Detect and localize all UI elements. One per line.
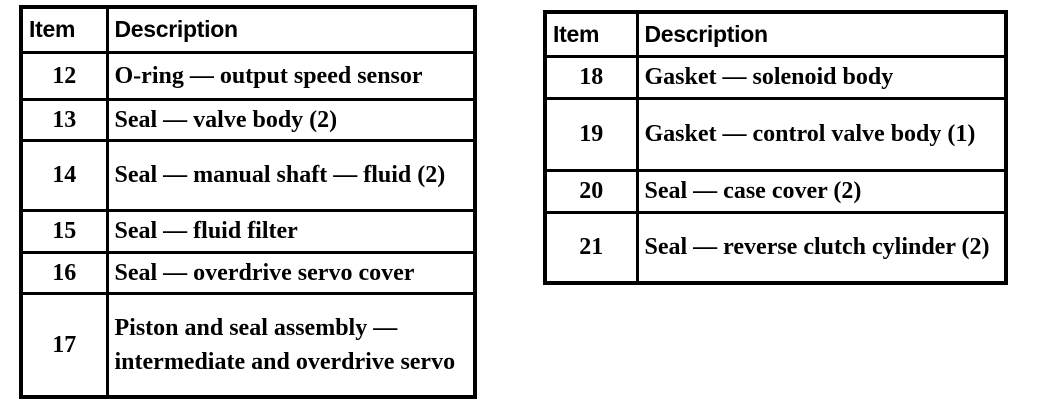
parts-table-left: Item Description 12 O-ring — output spee…: [19, 5, 477, 399]
table-row: 21 Seal — reverse clutch cylinder (2): [543, 210, 1008, 285]
description-cell: Seal — valve body (2): [105, 97, 477, 142]
table-row: 17 Piston and seal assembly — intermedia…: [19, 291, 477, 399]
table-row: 12 O-ring — output speed sensor: [19, 50, 477, 101]
description-cell: O-ring — output speed sensor: [105, 50, 477, 101]
description-cell: Seal — case cover (2): [635, 168, 1008, 214]
description-cell: Piston and seal assembly — intermediate …: [105, 291, 477, 399]
table-row: 19 Gasket — control valve body (1): [543, 96, 1008, 172]
item-cell: 20: [543, 168, 639, 214]
table-row: 13 Seal — valve body (2): [19, 97, 477, 142]
item-cell: 13: [19, 97, 109, 142]
item-cell: 16: [19, 250, 109, 295]
item-cell: 15: [19, 208, 109, 254]
description-cell: Seal — overdrive servo cover: [105, 250, 477, 295]
item-column-header: Item: [543, 10, 639, 58]
item-cell: 14: [19, 138, 109, 212]
table-row: 18 Gasket — solenoid body: [543, 54, 1008, 100]
table-row: 20 Seal — case cover (2): [543, 168, 1008, 214]
description-cell: Seal — manual shaft — fluid (2): [105, 138, 477, 212]
description-column-header: Description: [105, 5, 477, 54]
description-cell: Seal — fluid filter: [105, 208, 477, 254]
table-header-row: Item Description: [543, 10, 1008, 58]
table-row: 14 Seal — manual shaft — fluid (2): [19, 138, 477, 212]
description-cell: Gasket — control valve body (1): [635, 96, 1008, 172]
description-column-header: Description: [635, 10, 1008, 58]
item-cell: 18: [543, 54, 639, 100]
item-cell: 12: [19, 50, 109, 101]
parts-table-right: Item Description 18 Gasket — solenoid bo…: [543, 10, 1008, 285]
table-header-row: Item Description: [19, 5, 477, 54]
item-cell: 21: [543, 210, 639, 285]
item-column-header: Item: [19, 5, 109, 54]
item-cell: 17: [19, 291, 109, 399]
description-cell: Gasket — solenoid body: [635, 54, 1008, 100]
item-cell: 19: [543, 96, 639, 172]
table-row: 15 Seal — fluid filter: [19, 208, 477, 254]
table-row: 16 Seal — overdrive servo cover: [19, 250, 477, 295]
description-cell: Seal — reverse clutch cylinder (2): [635, 210, 1008, 285]
